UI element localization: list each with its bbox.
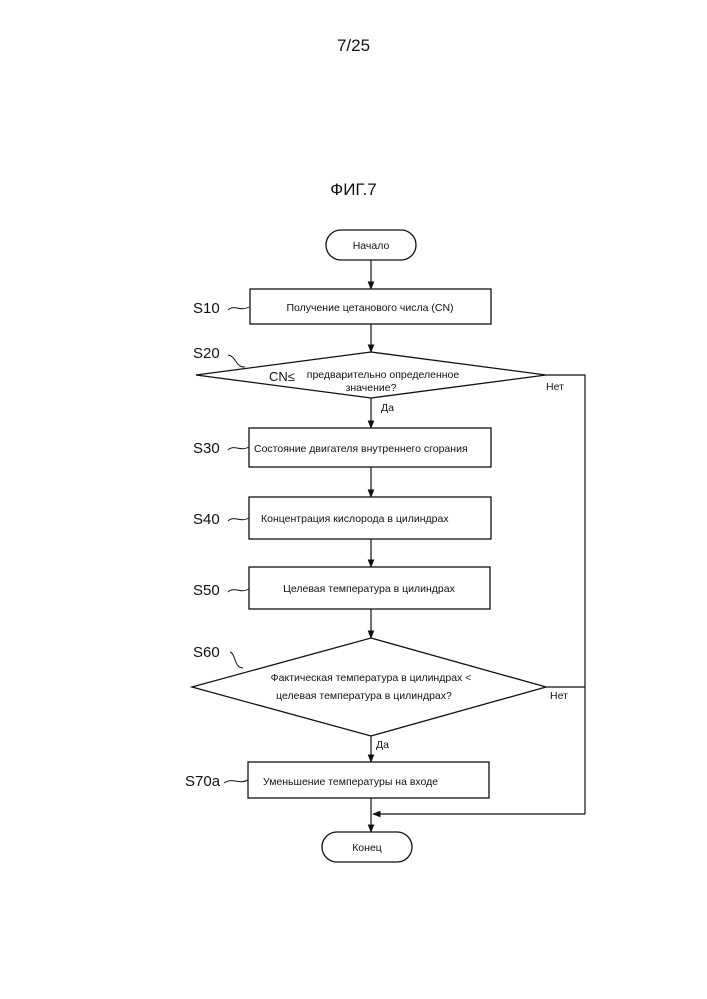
leader-s20 bbox=[228, 355, 245, 367]
step-s20-label-line1: предварительно определенное bbox=[307, 369, 460, 381]
step-s20-label-line2: значение? bbox=[346, 382, 397, 394]
leader-s30 bbox=[228, 447, 249, 450]
leader-s10 bbox=[228, 307, 249, 310]
step-s60-label-line2: целевая температура в цилиндрах? bbox=[276, 690, 452, 702]
step-label-s20: S20 bbox=[193, 345, 220, 362]
s20-no-label: Нет bbox=[546, 381, 564, 393]
step-label-s10: S10 bbox=[193, 300, 220, 317]
step-s60-decision bbox=[192, 638, 546, 736]
step-label-s60: S60 bbox=[193, 644, 220, 661]
step-s70a-label: Уменьшение температуры на входе bbox=[263, 776, 438, 788]
step-label-s40: S40 bbox=[193, 511, 220, 528]
step-s60-label-line1: Фактическая температура в цилиндрах < bbox=[271, 672, 472, 684]
step-label-s50: S50 bbox=[193, 582, 220, 599]
step-s50-label: Целевая температура в цилиндрах bbox=[283, 583, 455, 595]
step-s10-label: Получение цетанового числа (CN) bbox=[286, 302, 453, 314]
step-s40-label: Концентрация кислорода в цилиндрах bbox=[261, 513, 449, 525]
s20-yes-label: Да bbox=[381, 402, 394, 414]
s60-no-label: Нет bbox=[550, 690, 568, 702]
step-s30-label: Состояние двигателя внутреннего сгорания bbox=[254, 443, 468, 455]
leader-s60 bbox=[230, 652, 243, 668]
start-label: Начало bbox=[353, 240, 390, 252]
end-label: Конец bbox=[352, 842, 382, 854]
leader-s50 bbox=[228, 589, 249, 592]
leader-s40 bbox=[228, 518, 249, 521]
no-branch-line-s20 bbox=[546, 375, 585, 814]
leader-s70a bbox=[224, 780, 248, 783]
step-label-s30: S30 bbox=[193, 440, 220, 457]
step-s20-cn-label: CN≤ bbox=[269, 369, 295, 384]
connectors bbox=[371, 260, 585, 832]
s60-yes-label: Да bbox=[376, 739, 389, 751]
step-label-s70a: S70a bbox=[185, 773, 221, 790]
